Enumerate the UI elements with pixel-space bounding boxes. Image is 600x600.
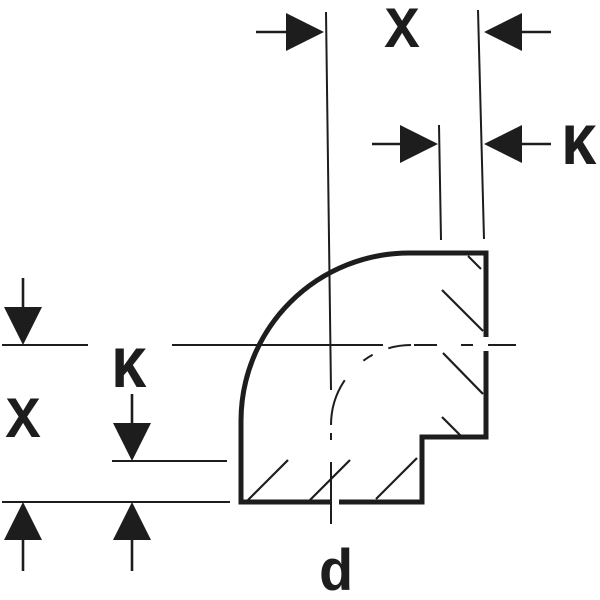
hatch-right-3 xyxy=(441,416,464,439)
extension-line-center-vertical xyxy=(325,11,332,391)
dim-label-k-top: K xyxy=(562,117,597,182)
dimension-extension-lines xyxy=(2,9,485,503)
arrow-left-icon xyxy=(484,125,522,163)
hatch-right-1 xyxy=(441,289,484,332)
dim-label-x-left: X xyxy=(6,390,41,455)
arrow-up-icon xyxy=(113,502,151,540)
arrow-up-icon xyxy=(4,502,42,540)
dim-label-k-left: K xyxy=(112,340,147,405)
arrow-left-icon xyxy=(484,13,522,51)
profile-upper xyxy=(238,250,489,505)
centerlines xyxy=(172,344,516,524)
arrow-down-icon xyxy=(4,307,42,345)
arrow-right-icon xyxy=(400,125,438,163)
arrow-down-icon xyxy=(113,423,151,461)
hatch-right-2 xyxy=(442,352,484,395)
hatch-bottom-3 xyxy=(375,457,418,500)
hatch-bottom-1 xyxy=(247,459,289,501)
extension-line-k-top xyxy=(438,124,442,241)
dimension-labels: X K K X d xyxy=(6,0,597,600)
hatch-lines xyxy=(247,289,484,501)
centerline-bend-arc xyxy=(330,344,412,426)
dim-label-diameter: d xyxy=(319,543,354,600)
chamfer-line xyxy=(467,255,482,270)
hatch-bottom-2 xyxy=(309,459,351,501)
extension-line-right xyxy=(477,9,485,240)
dim-label-x-top: X xyxy=(385,0,420,65)
elbow-fitting-outline xyxy=(238,250,489,505)
arrow-right-icon xyxy=(286,13,324,51)
profile-lower xyxy=(339,351,489,505)
dimension-arrows xyxy=(4,13,551,571)
